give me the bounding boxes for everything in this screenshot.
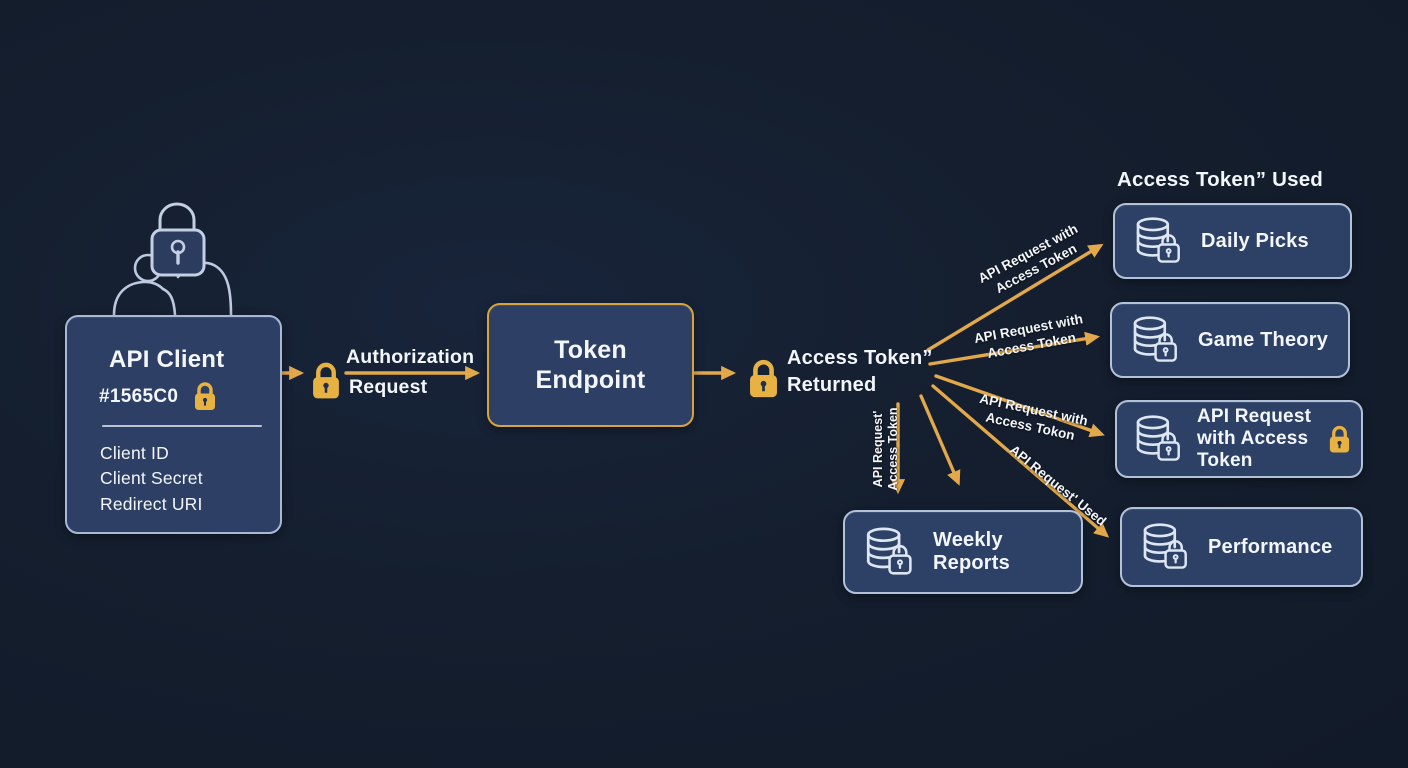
target-label: Performance bbox=[1208, 535, 1333, 558]
authorization-lock-icon bbox=[313, 362, 339, 399]
api-client-title: API Client bbox=[109, 346, 225, 373]
access-token-used-heading: Access Token” Used bbox=[1117, 168, 1324, 191]
database-lock-icon bbox=[1133, 316, 1177, 362]
returned-token-lock-icon bbox=[750, 359, 777, 398]
edge-label-weekly-reports: API Request' Access Token bbox=[871, 407, 900, 491]
database-lock-icon bbox=[1143, 523, 1187, 569]
token-endpoint-label-line1: Token bbox=[554, 335, 627, 364]
target-game-theory: Game Theory bbox=[1110, 302, 1350, 378]
token-endpoint-node: Token Endpoint bbox=[487, 303, 694, 427]
database-lock-icon bbox=[1136, 217, 1180, 263]
access-token-returned-line1: Access Token” bbox=[787, 347, 933, 369]
target-weekly-reports: Weekly Reports bbox=[843, 510, 1083, 594]
credential-client-id: Client ID bbox=[100, 443, 169, 463]
database-lock-icon bbox=[1136, 415, 1180, 461]
target-daily-picks: Daily Picks bbox=[1113, 203, 1352, 279]
gold-lock-icon bbox=[195, 382, 216, 410]
authorization-request-label-line1: Authorization bbox=[346, 346, 475, 368]
client-identity-lock-icon bbox=[112, 202, 233, 317]
target-label: API Request with Access Token bbox=[1197, 406, 1312, 471]
target-api-request: API Request with Access Token bbox=[1115, 400, 1363, 478]
target-label: Weekly Reports bbox=[933, 529, 1010, 574]
target-performance: Performance bbox=[1120, 507, 1363, 587]
gold-lock-icon bbox=[1329, 425, 1350, 452]
target-label: Daily Picks bbox=[1201, 229, 1309, 252]
edge-label-game-theory: API Request with Access Token bbox=[972, 311, 1085, 361]
authorization-request-label-line2: Request bbox=[349, 376, 428, 398]
client-color-code: #1565C0 bbox=[99, 385, 179, 407]
credential-redirect-uri: Redirect URI bbox=[100, 493, 203, 514]
edge-label-api-request: API Request with Access Tokon bbox=[978, 390, 1090, 444]
access-token-returned-line2: Returned bbox=[787, 374, 877, 396]
client-divider bbox=[102, 425, 262, 427]
database-lock-icon bbox=[866, 527, 912, 575]
edge-label-daily-picks: API Request with Access Token bbox=[975, 220, 1081, 297]
token-endpoint-label-line2: Endpoint bbox=[535, 366, 646, 394]
api-client-node: API Client #1565C0 Client ID Client Secr… bbox=[65, 315, 282, 534]
target-label: Game Theory bbox=[1198, 328, 1329, 351]
credential-client-secret: Client Secret bbox=[100, 468, 203, 489]
